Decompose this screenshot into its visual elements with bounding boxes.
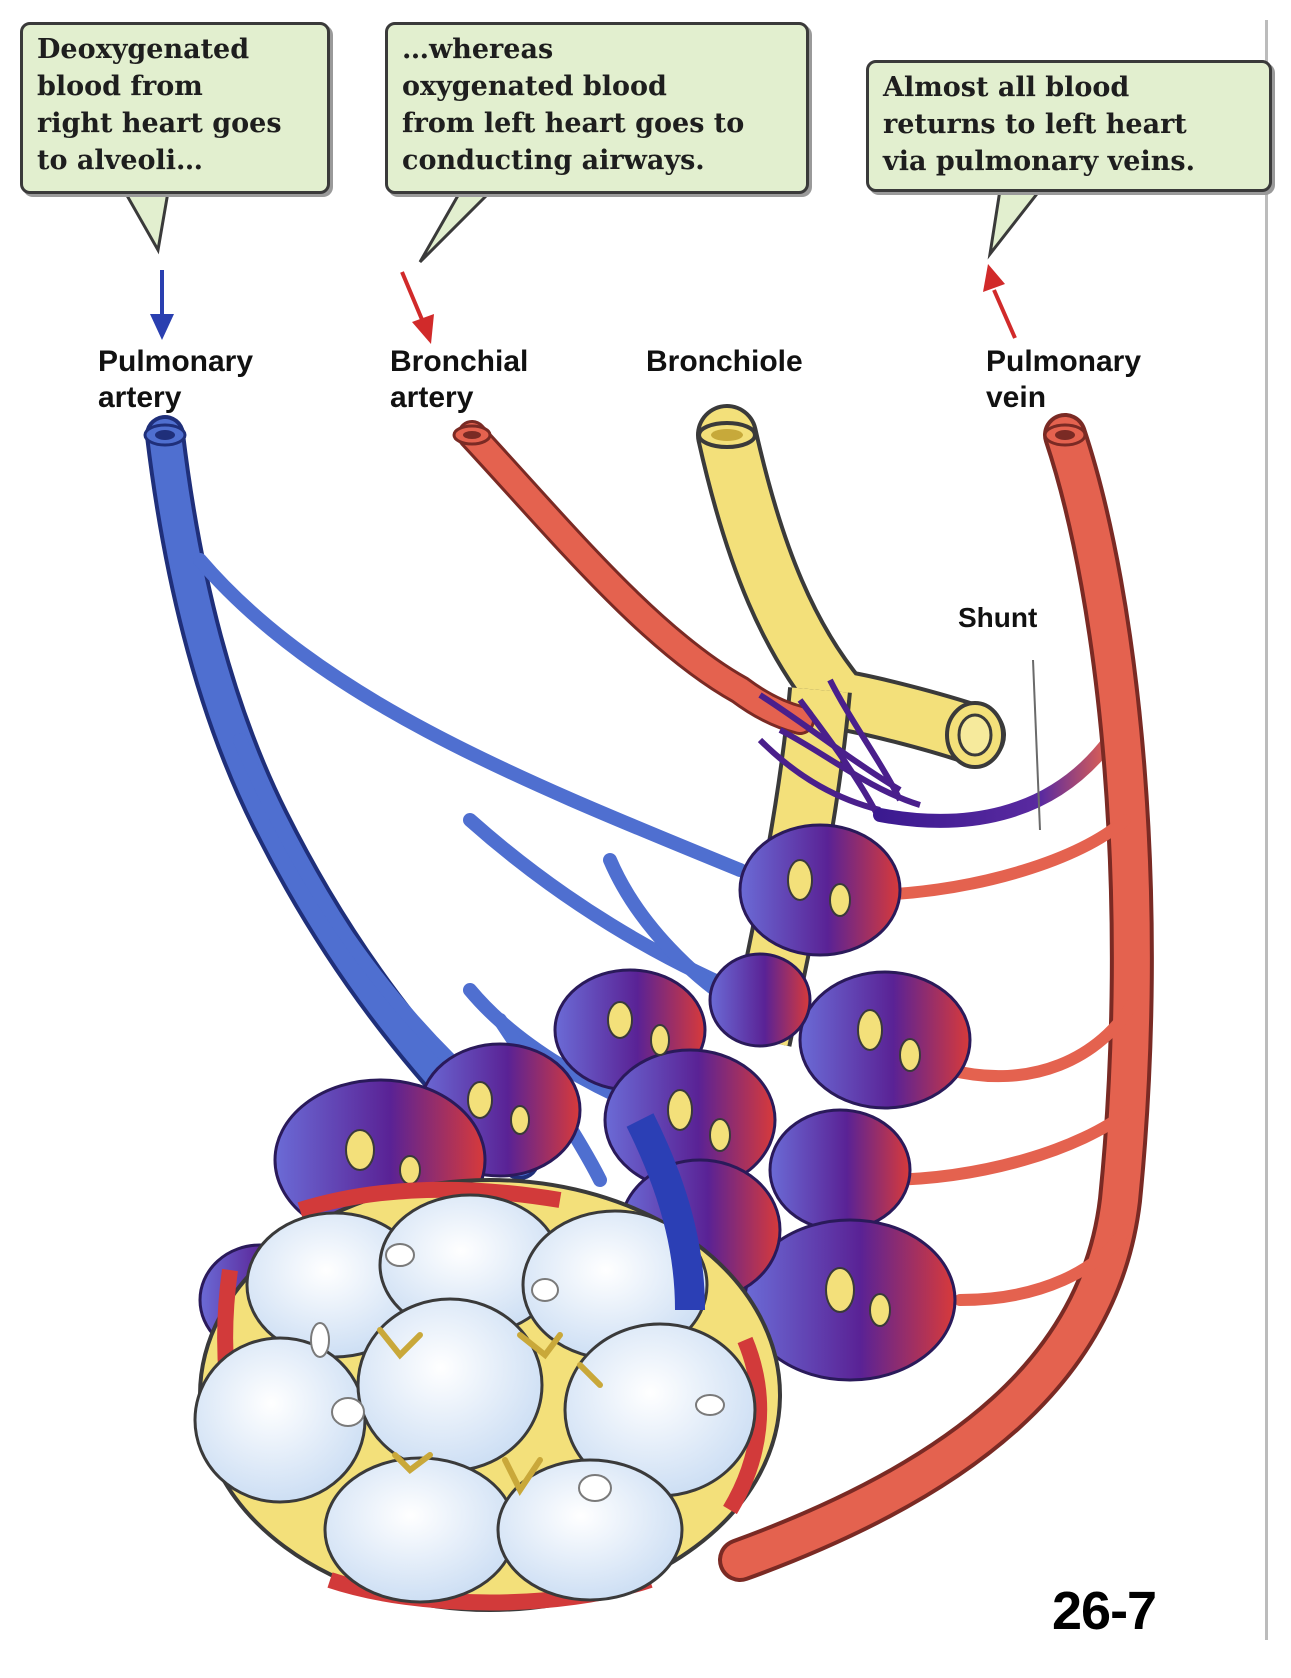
page-border-line bbox=[1265, 20, 1268, 1640]
callout-pointers bbox=[123, 189, 1042, 264]
capillary-sac-yellow-spaces bbox=[345, 859, 921, 1327]
alveolar-sac-cluster bbox=[193, 1178, 782, 1612]
venous-bridge bbox=[626, 1113, 705, 1311]
label-bronchiole: Bronchiole bbox=[646, 345, 803, 378]
bronchial-artery-vessel bbox=[452, 420, 921, 822]
figure-number: 26-7 bbox=[1052, 1581, 1157, 1641]
callout-deoxygenated-blood: Deoxygenated blood from right heart goes… bbox=[20, 22, 330, 194]
arrow-up-red-icon bbox=[983, 264, 1017, 339]
label-bronchial-artery: Bronchial artery bbox=[390, 345, 529, 414]
arrow-down-blue-icon bbox=[150, 270, 174, 340]
callout-oxygenated-blood: …whereas oxygenated blood from left hear… bbox=[385, 22, 809, 194]
callout-pulmonary-veins: Almost all blood returns to left heart v… bbox=[866, 60, 1272, 192]
arrow-down-red-icon bbox=[400, 271, 434, 344]
label-pulmonary-vein: Pulmonary vein bbox=[986, 345, 1142, 414]
pulmonary-vein-vessel bbox=[718, 413, 1154, 1582]
label-pulmonary-artery: Pulmonary artery bbox=[98, 345, 254, 414]
label-shunt: Shunt bbox=[958, 602, 1038, 633]
shunt-vessel bbox=[873, 659, 1117, 831]
